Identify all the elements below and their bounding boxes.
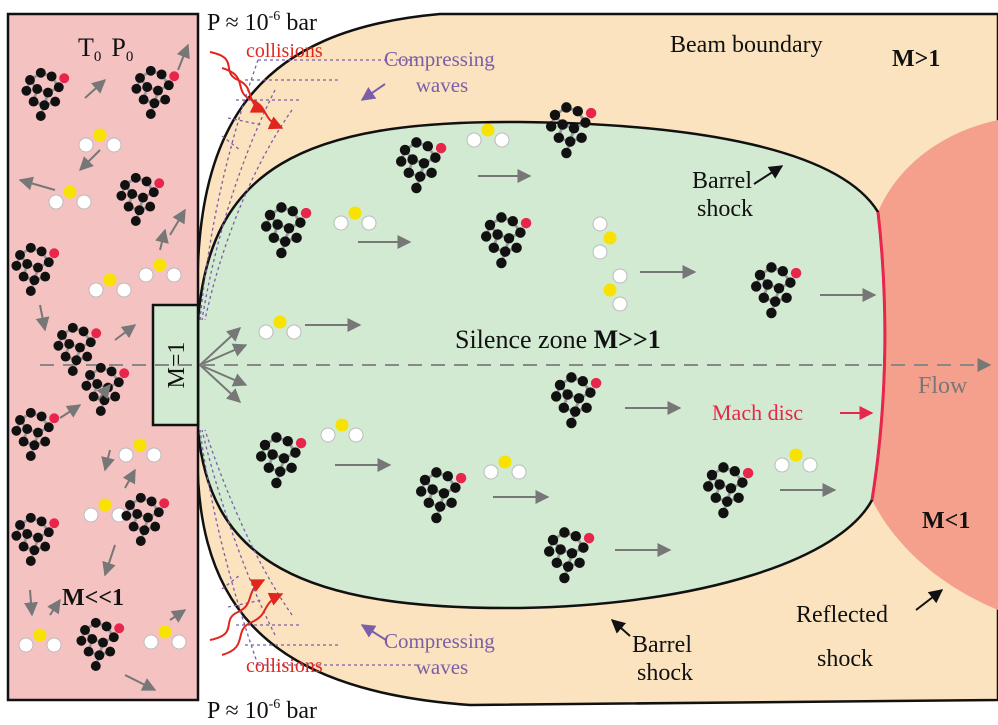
big-molecule — [255, 432, 307, 489]
motion-arrow — [102, 544, 116, 577]
small-molecule — [18, 628, 62, 653]
mach-disc-label: Mach disc — [712, 400, 803, 425]
barrel-shock-bottom-arrow — [610, 619, 631, 637]
small-molecule — [143, 625, 187, 650]
collisions-top-label: collisions — [246, 40, 323, 62]
expansion-fan-arrows — [199, 327, 248, 403]
small-molecule — [603, 268, 628, 312]
silence-zone-label: Silence zone M>>1 — [455, 325, 661, 354]
pressure-top-label: P ≈ 10-6 bar — [207, 9, 317, 36]
big-molecule — [53, 322, 102, 376]
collisions-bottom-label: collisions — [246, 655, 323, 677]
molecules-layer — [11, 65, 818, 671]
motion-arrow — [47, 598, 61, 616]
reflected-shock-label: Reflected shock — [796, 602, 894, 672]
big-molecule — [11, 242, 60, 296]
motion-arrow — [96, 383, 111, 401]
big-molecule — [550, 372, 602, 429]
barrel-shock-top-arrow — [753, 165, 784, 185]
motion-arrow — [176, 43, 190, 71]
subsonic-region — [872, 120, 998, 610]
small-molecule — [483, 455, 527, 480]
small-molecule — [138, 258, 182, 283]
big-molecule — [121, 492, 170, 546]
motion-arrow — [114, 324, 137, 341]
compressing-waves-bottom — [199, 429, 418, 666]
big-molecule — [702, 462, 754, 519]
big-molecule — [750, 262, 802, 319]
small-molecule — [48, 185, 92, 210]
small-molecule — [774, 448, 818, 473]
flow-label: Flow — [918, 373, 968, 399]
big-molecule — [545, 102, 597, 159]
mach-lt-1-label: M<1 — [922, 508, 970, 534]
motion-arrow — [101, 449, 115, 472]
small-molecule — [592, 216, 617, 260]
big-molecule — [415, 467, 467, 524]
small-molecule — [320, 418, 364, 443]
compressing-waves-bottom-label: Compressing waves — [384, 629, 500, 679]
motion-arrow — [124, 674, 157, 691]
motion-arrow — [59, 404, 82, 419]
mach-disc-line — [870, 211, 887, 501]
compressing-waves-top-arrow — [360, 83, 386, 101]
small-molecule — [83, 498, 127, 523]
big-molecule — [21, 67, 70, 121]
small-molecule — [88, 273, 132, 298]
small-molecule — [466, 123, 510, 148]
pressure-bottom-label: P ≈ 10-6 bar — [207, 697, 317, 724]
barrel-shock-bottom-label: Barrel shock — [632, 632, 698, 686]
big-molecule — [480, 212, 532, 269]
big-molecule — [76, 617, 125, 671]
big-molecule — [11, 512, 60, 566]
big-molecule — [395, 137, 447, 194]
motion-arrow — [155, 228, 169, 251]
mach-gt-1-label: M>1 — [892, 46, 940, 72]
motion-arrow — [169, 609, 187, 623]
motion-arrow — [169, 208, 186, 236]
mach-ll-1-label: M<<1 — [62, 585, 124, 611]
collisions-squiggles — [209, 51, 284, 656]
big-molecule — [131, 65, 180, 119]
big-molecule — [260, 202, 312, 259]
small-molecule — [118, 438, 162, 463]
big-molecule — [543, 527, 595, 584]
motion-arrow — [18, 176, 56, 191]
compressing-waves-bottom-arrow — [360, 624, 387, 641]
motion-arrow — [35, 304, 50, 332]
motion-arrow — [24, 589, 38, 617]
compressing-waves-top-label: Compressing waves — [384, 47, 500, 97]
motion-arrow — [122, 468, 136, 489]
small-molecule — [78, 128, 122, 153]
motion-arrow — [79, 149, 101, 171]
big-molecule — [11, 407, 60, 461]
motion-arrow — [84, 79, 107, 99]
big-molecule — [116, 172, 165, 226]
beam-boundary-label: Beam boundary — [670, 32, 823, 58]
small-molecule — [258, 315, 302, 340]
small-molecule — [333, 206, 377, 231]
molecule-flow-arrows — [18, 43, 877, 691]
reflected-shock-arrow — [915, 589, 944, 611]
barrel-shock-top-label: Barrel shock — [692, 168, 758, 222]
